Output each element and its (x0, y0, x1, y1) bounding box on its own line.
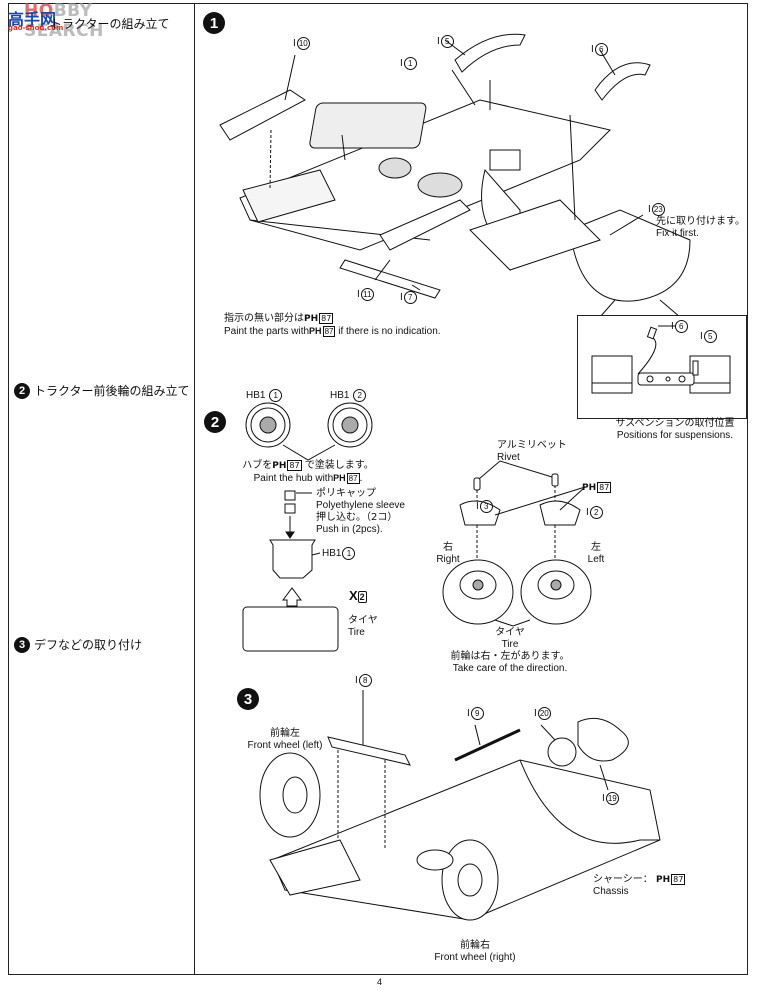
step-1-badge: 1 (203, 12, 225, 34)
hub-label-1: HB1 1 (246, 389, 283, 402)
sidebar-step-1-title: トラクターの組み立て (50, 17, 170, 31)
sidebar-step-3: 3 デフなどの取り付け (14, 636, 142, 653)
fix-first-note: 先に取り付けます。 Fix it first. (656, 216, 745, 239)
quantity-triangle-icon: 2 (357, 591, 367, 603)
right-label: 右 Right (436, 542, 460, 565)
column-divider (194, 3, 195, 975)
watermark-brand: HOBBY SEARCH (24, 1, 104, 41)
tire-label: タイヤ Tire (348, 615, 378, 638)
front-wheel-left-label: 前輪左 Front wheel (left) (247, 728, 323, 751)
paint-code: PH (304, 314, 319, 324)
step-2-badge: 2 (204, 411, 226, 433)
hub-label-2: HB1 2 (330, 389, 367, 402)
direction-note: タイヤ Tire 前輪は右・左があります。 Take care of the d… (450, 627, 570, 674)
sidebar-step-2-title: トラクター前後輪の組み立て (34, 384, 190, 398)
front-wheel-right-label: 前輪右 Front wheel (right) (434, 940, 516, 963)
polycap-note: ポリキャップ Polyethylene sleeve 押し込む。（2コ） Pus… (316, 488, 405, 535)
watermark-chinese: 高手网 (8, 10, 57, 29)
step-3-badge: 3 (237, 688, 259, 710)
suspension-diagram (591, 325, 731, 394)
watermark: HOBBY SEARCH 高手网 gao-shou.com (0, 0, 160, 41)
paint-number: 87 (319, 313, 334, 324)
sidebar-step-3-title: デフなどの取り付け (34, 638, 143, 652)
sidebar-step-2: 2 トラクター前後輪の組み立て (14, 382, 190, 399)
rivet-label: アルミリベット Rivet (497, 440, 567, 463)
inset-caption: サスペンションの取付位置 Positions for suspensions. (615, 418, 735, 441)
sidebar-step-1: トラクターの組み立て (30, 15, 170, 32)
page-number: 4 (377, 977, 383, 987)
watermark-url: gao-shou.com (8, 24, 64, 32)
step-number-badge: 2 (14, 382, 30, 399)
step-number-badge: 3 (14, 636, 30, 653)
left-label: 左 Left (587, 542, 605, 565)
page-frame (8, 3, 748, 975)
